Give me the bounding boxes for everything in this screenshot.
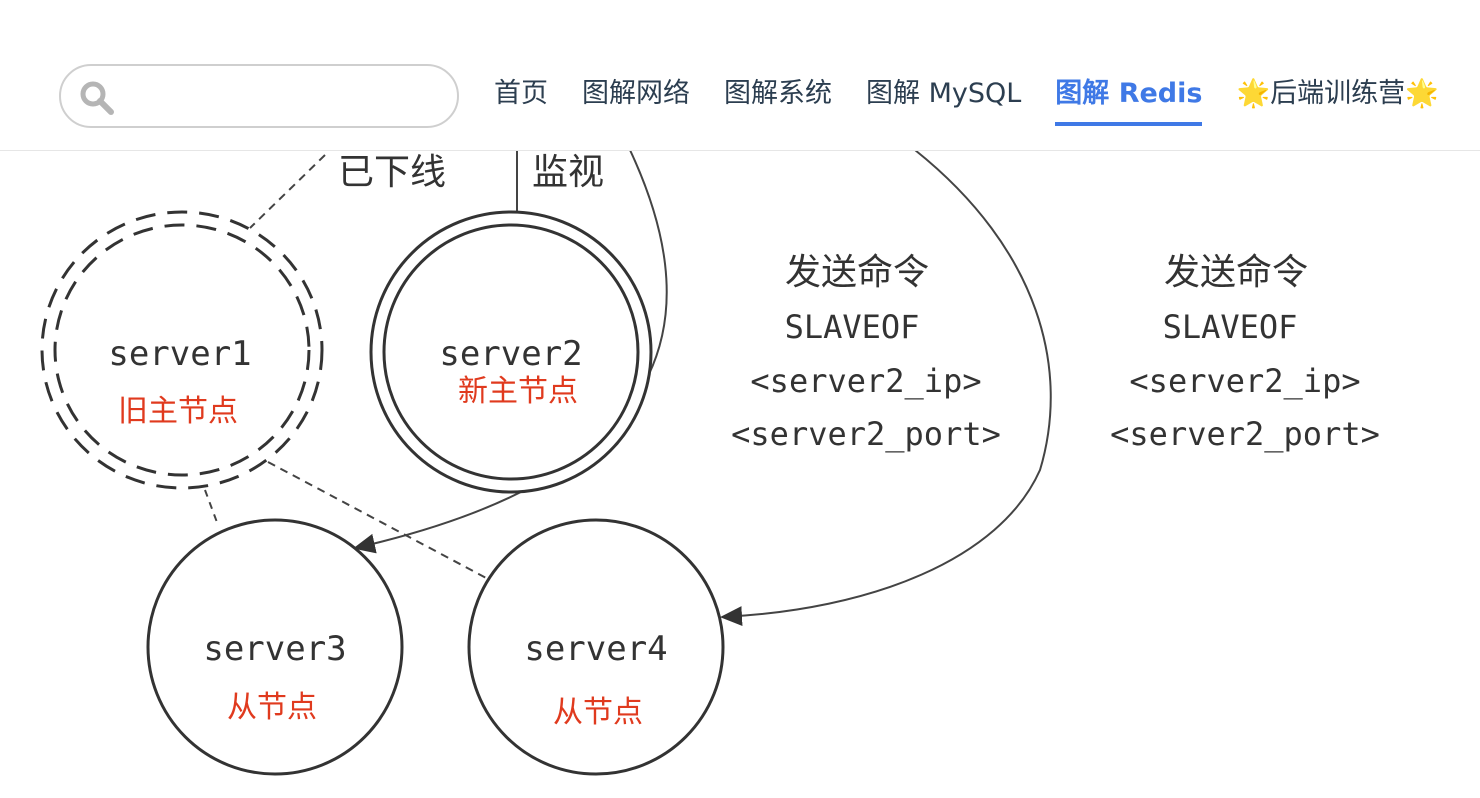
command-arrow-to-server4	[720, 149, 1052, 627]
nav-link-redis[interactable]: 图解 Redis	[1055, 72, 1203, 126]
nav-links: 首页 图解网络 图解系统 图解 MySQL 图解 Redis 🌟后端训练营🌟	[494, 72, 1439, 126]
command-1-line2: <server2_ip>	[750, 362, 981, 400]
nav-link-backend-camp[interactable]: 🌟后端训练营🌟	[1236, 78, 1439, 109]
command-2-title: 发送命令	[1164, 252, 1308, 293]
server1-role: 旧主节点	[118, 394, 238, 429]
server3-node: server3 从节点	[146, 518, 404, 776]
command-1-line1: SLAVEOF	[785, 308, 920, 346]
server4-label: server4	[524, 629, 667, 669]
monitor-label: 监视	[532, 152, 604, 193]
nav-link-mysql[interactable]: 图解 MySQL	[866, 78, 1022, 109]
command-block-2: 发送命令 SLAVEOF <server2_ip> <server2_port>	[1110, 252, 1380, 453]
server2-node: server2 新主节点	[369, 210, 653, 494]
server3-role: 从节点	[227, 690, 317, 725]
nav-link-network[interactable]: 图解网络	[582, 78, 690, 109]
server1-node: server1 旧主节点	[40, 210, 324, 490]
search-box[interactable]	[59, 64, 459, 128]
server4-role: 从节点	[553, 695, 643, 730]
command-2-line1: SLAVEOF	[1163, 308, 1298, 346]
top-navbar: 首页 图解网络 图解系统 图解 MySQL 图解 Redis 🌟后端训练营🌟	[0, 0, 1480, 151]
command-2-line3: <server2_port>	[1110, 415, 1380, 453]
nav-link-system[interactable]: 图解系统	[724, 78, 832, 109]
command-block-1: 发送命令 SLAVEOF <server2_ip> <server2_port>	[731, 252, 1001, 453]
command-1-line3: <server2_port>	[731, 415, 1001, 453]
server4-node: server4 从节点	[467, 518, 725, 776]
server1-label: server1	[108, 334, 251, 374]
offline-label: 已下线	[338, 152, 446, 193]
server3-label: server3	[203, 629, 346, 669]
server2-label: server2	[439, 334, 582, 374]
command-1-title: 发送命令	[785, 252, 929, 293]
command-2-line2: <server2_ip>	[1129, 362, 1360, 400]
offline-link	[249, 154, 326, 229]
server2-role: 新主节点	[458, 374, 578, 409]
search-icon	[80, 81, 114, 115]
nav-link-home[interactable]: 首页	[494, 78, 548, 109]
server1-server3-link	[204, 489, 219, 526]
